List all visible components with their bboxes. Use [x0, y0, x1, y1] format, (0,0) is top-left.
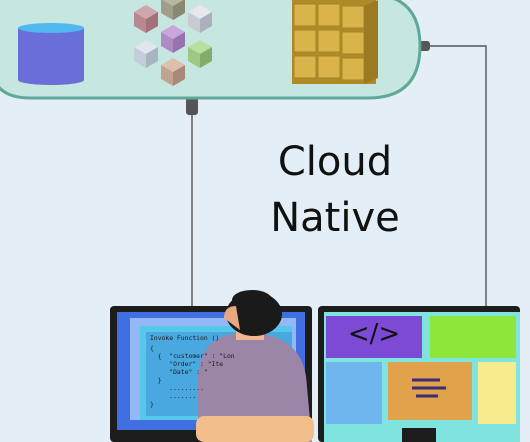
green-panel: [430, 316, 516, 358]
developer-arm: [196, 416, 314, 442]
code-line-8: }: [150, 400, 154, 408]
cubes-icon: [134, 0, 212, 86]
title-line-native: Native: [270, 195, 400, 241]
connector-line-right: [418, 45, 487, 306]
database-icon: [18, 23, 84, 85]
text-panel: [388, 362, 472, 420]
text-lines-icon: [412, 378, 446, 398]
code-line-5: }: [150, 376, 162, 384]
developer-icon: [196, 290, 314, 442]
code-line-4: "Date" : ": [150, 368, 208, 376]
code-line-1: {: [150, 344, 154, 352]
blue-panel: [326, 362, 382, 424]
code-icon: </>: [347, 319, 401, 349]
block-grid-icon: [292, 0, 378, 84]
code-line-6: .........: [150, 384, 204, 392]
code-line-2: { "customer" : "Lon: [150, 352, 235, 360]
code-panel: [326, 316, 422, 358]
code-line-3: "Order" : "Ite: [150, 360, 224, 368]
code-line-7: .......: [150, 392, 197, 400]
title-line-cloud: Cloud: [277, 139, 393, 185]
yellow-panel: [478, 362, 516, 424]
code-editor-title: Invoke Function (): [150, 334, 220, 342]
right-monitor: [318, 306, 520, 442]
connector-plug-left: [186, 97, 198, 115]
